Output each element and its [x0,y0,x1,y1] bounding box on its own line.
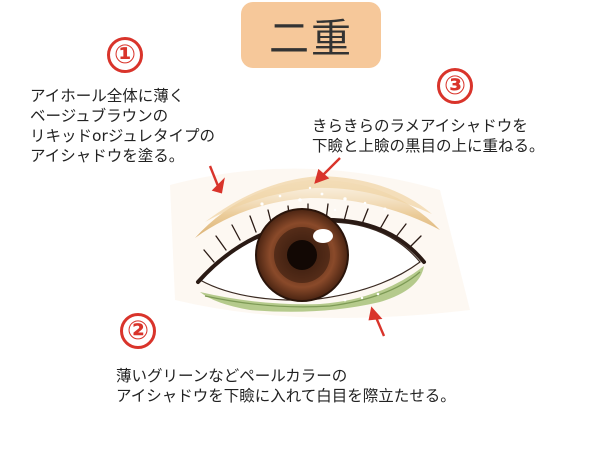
step-1-line: アイホール全体に薄く [30,87,185,105]
eyelashes [203,203,422,263]
step-1-line: アイシャドウを塗る。 [30,147,185,165]
lower-glitter [343,292,380,302]
arrow-icon [208,165,225,194]
arrow-icon [368,306,386,337]
title-badge: 二重 [241,2,381,68]
glitter-sparkles [260,186,387,212]
step-2-text: 薄いグリーンなどペールカラーの アイシャドウを下瞼に入れて白目を際立たせる。 [116,366,456,406]
eye-highlight [313,229,333,243]
step-1-line: リキッドorジュレタイプの [30,127,215,145]
page-title: 二重 [269,16,353,62]
arrow-icon [314,157,341,184]
step-2-line: アイシャドウを下瞼に入れて白目を際立たせる。 [116,387,456,405]
step-1-text: アイホール全体に薄く ベージュブラウンの リキッドorジュレタイプの アイシャド… [30,86,215,166]
lower-lid-line [204,271,421,308]
step-2-number: ② [120,313,156,349]
eyelid-shadow-upper [205,176,432,222]
step-3-text: きらきらのラメアイシャドウを 下瞼と上瞼の黒目の上に重ねる。 [312,116,545,156]
pupil [287,240,317,270]
step-1-number: ① [107,37,143,73]
lower-green-shadow [200,266,424,312]
step-3-line: 下瞼と上瞼の黒目の上に重ねる。 [312,137,545,155]
step-1-line: ベージュブラウンの [30,107,169,125]
step-3-line: きらきらのラメアイシャドウを [312,117,528,135]
step-3-number: ③ [437,68,473,104]
step-2-line: 薄いグリーンなどペールカラーの [116,367,348,385]
